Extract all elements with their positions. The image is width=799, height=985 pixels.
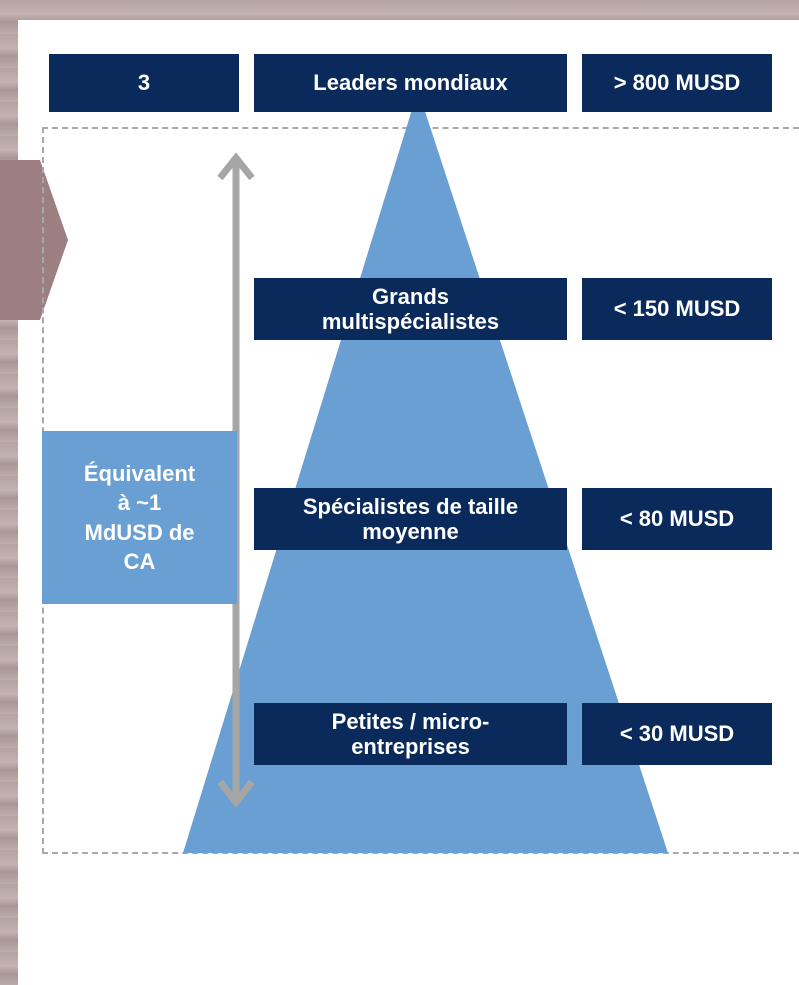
- pyramid-shape: [183, 90, 668, 853]
- segment-box-grands: Grands multispécialistes: [254, 278, 567, 340]
- segment-label: Spécialistes de taille moyenne: [302, 493, 519, 544]
- equivalence-label-box: Équivalent à ~1 MdUSD de CA: [42, 431, 237, 604]
- segment-label: Leaders mondiaux: [313, 70, 508, 96]
- threshold-label: > 800 MUSD: [613, 70, 741, 96]
- threshold-label: < 150 MUSD: [613, 296, 741, 322]
- threshold-box-specialistes: < 80 MUSD: [582, 488, 772, 550]
- count-box: 3: [49, 54, 239, 112]
- threshold-label: < 30 MUSD: [619, 721, 735, 747]
- segment-label: Grands multispécialistes: [321, 283, 500, 334]
- segment-label: Petites / micro-entreprises: [331, 708, 490, 759]
- equivalence-label: Équivalent à ~1 MdUSD de CA: [83, 461, 196, 574]
- threshold-label: < 80 MUSD: [619, 506, 735, 532]
- segment-box-leaders: Leaders mondiaux: [254, 54, 567, 112]
- segment-box-petites: Petites / micro-entreprises: [254, 703, 567, 765]
- count-value: 3: [137, 70, 151, 96]
- threshold-box-petites: < 30 MUSD: [582, 703, 772, 765]
- threshold-box-leaders: > 800 MUSD: [582, 54, 772, 112]
- segment-box-specialistes: Spécialistes de taille moyenne: [254, 488, 567, 550]
- threshold-box-grands: < 150 MUSD: [582, 278, 772, 340]
